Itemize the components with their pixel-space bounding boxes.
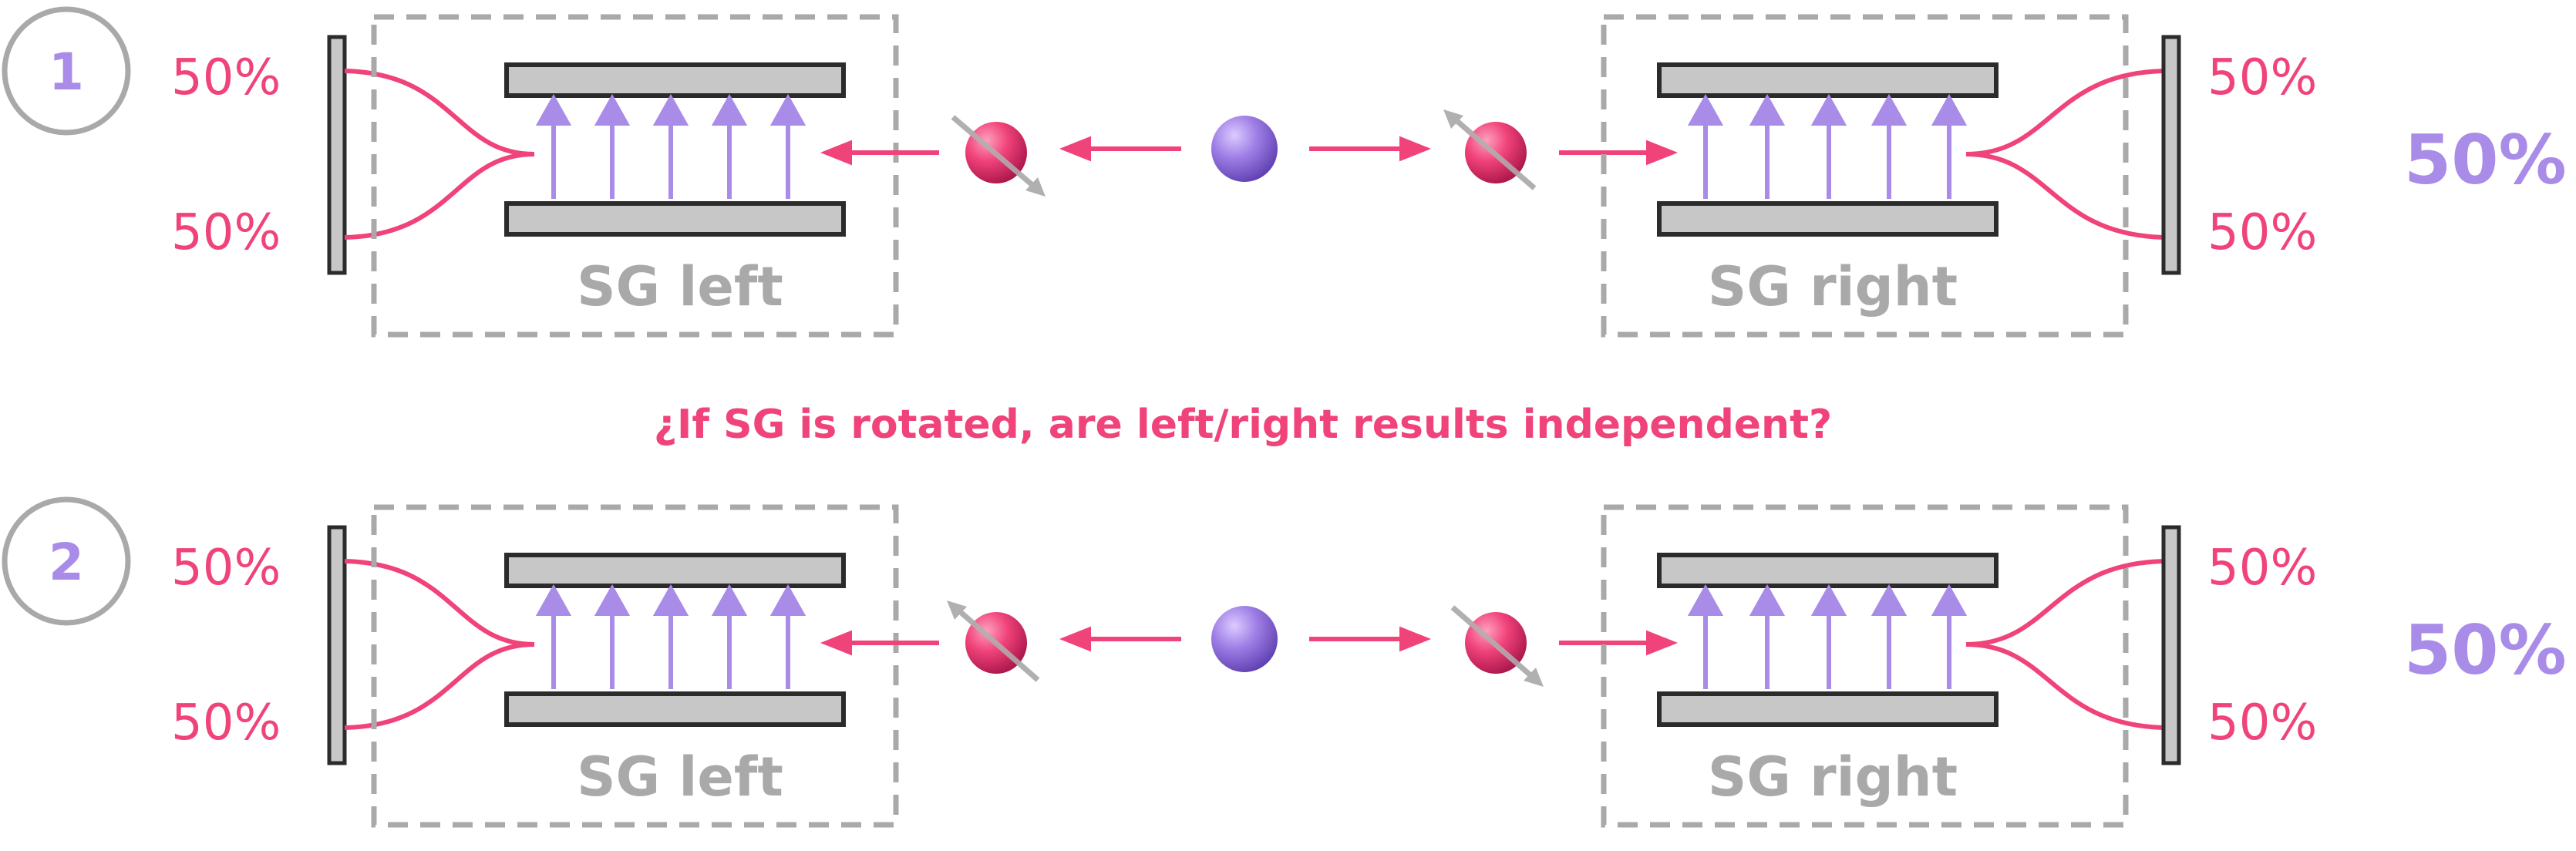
sg-left-label: SG left [577,255,783,318]
right-top-percentage: 50% [2207,49,2317,106]
row-number: 2 [49,533,84,592]
arrow-source-to-left [1059,136,1181,162]
sg-left-field-arrows [535,584,806,689]
row-number-badge: 1 [2,6,131,136]
sg-left-bottom-magnet [504,691,846,727]
left-top-percentage: 50% [171,49,281,106]
right-detector-screen [2161,525,2181,765]
right-bottom-percentage: 50% [2207,204,2317,261]
left-detector-screen [327,525,347,765]
left-particle [947,600,1040,682]
sg-left-bottom-magnet [504,201,846,237]
left-detector-screen [327,35,347,275]
left-top-percentage: 50% [171,540,281,597]
arrow-into-sg-left [820,140,939,166]
source-particle [1211,606,1278,672]
right-particle [1450,605,1544,687]
left-beam-split-path [344,559,535,730]
arrow-into-sg-right [1559,630,1679,656]
sg-right-box [1601,14,2129,338]
result-percentage: 50% [2404,120,2567,200]
right-detector-screen [2161,35,2181,275]
sg-left-box [371,14,899,338]
sg-left-label: SG left [577,745,783,809]
sg-left-top-magnet [504,553,846,588]
row-2: 2 50% 50% SG left [2,496,2567,828]
sg-left-top-magnet [504,62,846,98]
row-1: 1 50% 50% SG left [2,6,2567,338]
sg-right-label: SG right [1708,745,1958,809]
left-bottom-percentage: 50% [171,204,281,261]
sg-right-field-arrows [1687,584,1968,689]
right-beam-split-path [1965,559,2166,730]
right-bottom-percentage: 50% [2207,695,2317,752]
arrow-source-to-right [1309,626,1432,652]
sg-right-bottom-magnet [1657,201,1999,237]
sg-left-field-arrows [535,93,806,199]
right-particle [1443,109,1537,190]
arrow-source-to-right [1309,136,1432,162]
row-number: 1 [49,42,84,102]
question-text: ¿If SG is rotated, are left/right result… [654,402,1832,448]
arrow-into-sg-left [820,630,939,656]
arrow-source-to-left [1059,626,1181,652]
arrow-into-sg-right [1559,140,1679,166]
sg-right-top-magnet [1657,553,1999,588]
left-beam-split-path [344,69,535,240]
sg-right-label: SG right [1708,255,1958,318]
right-top-percentage: 50% [2207,540,2317,597]
sg-right-field-arrows [1687,93,1968,199]
sg-right-bottom-magnet [1657,691,1999,727]
left-particle [951,115,1046,197]
right-beam-split-path [1965,69,2166,240]
sg-left-box [371,504,899,828]
source-particle [1211,116,1278,182]
left-bottom-percentage: 50% [171,695,281,752]
result-percentage: 50% [2404,610,2567,690]
sg-right-box [1601,504,2129,828]
row-number-badge: 2 [2,496,131,626]
sg-right-top-magnet [1657,62,1999,98]
